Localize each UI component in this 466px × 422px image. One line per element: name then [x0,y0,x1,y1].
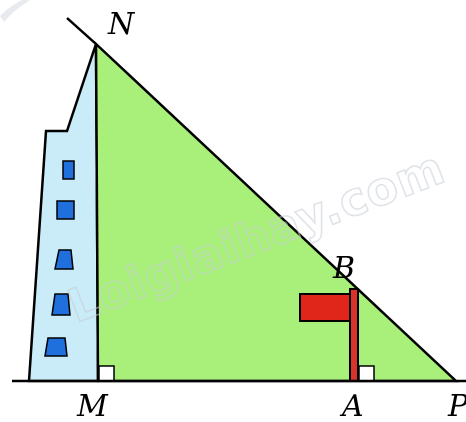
window [44,337,68,357]
right-angle-marker-M [98,365,115,382]
building-windows [44,160,75,357]
label-B: B [332,251,355,286]
window [54,249,74,270]
flag-pole-AB [349,288,359,382]
window [56,200,75,220]
label-P: P [447,389,466,422]
watermark-corner [0,0,30,22]
label-A: A [339,389,364,422]
line-extension-N [66,17,97,45]
flag [299,293,351,322]
right-angle-marker-A [358,365,375,382]
label-M: M [76,389,109,422]
window [62,160,75,180]
window [51,293,71,316]
label-N: N [107,7,136,42]
